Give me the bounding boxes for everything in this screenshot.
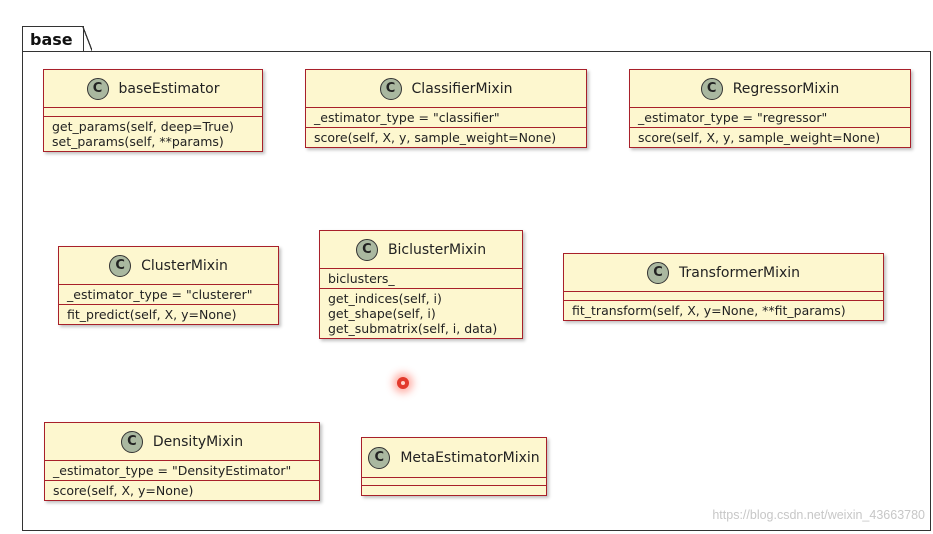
class-c-icon: C [646, 261, 669, 284]
class-name: ClusterMixin [141, 257, 228, 274]
fields-section [564, 292, 883, 301]
methods-section: score(self, X, y=None) [45, 481, 319, 500]
class-header: C RegressorMixin [630, 70, 910, 108]
fields-section: _estimator_type = "clusterer" [59, 285, 278, 305]
class-c-icon: C [355, 238, 378, 261]
class-name: DensityMixin [152, 433, 244, 450]
method: get_params(self, deep=True) [52, 119, 234, 134]
fields-section: _estimator_type = "regressor" [630, 108, 910, 128]
class-c-icon: C [109, 254, 132, 277]
class-header: C ClusterMixin [59, 247, 278, 285]
methods-section: score(self, X, y, sample_weight=None) [306, 128, 586, 147]
class-header: C MetaEstimatorMixin [362, 438, 546, 478]
class-cluster-mixin[interactable]: C ClusterMixin _estimator_type = "cluste… [58, 246, 279, 325]
field: _estimator_type = "DensityEstimator" [53, 463, 292, 478]
method: fit_predict(self, X, y=None) [67, 307, 237, 322]
field: biclusters_ [328, 271, 395, 286]
class-name: ClassifierMixin [411, 80, 513, 97]
class-density-mixin[interactable]: C DensityMixin _estimator_type = "Densit… [44, 422, 320, 501]
fields-section [362, 478, 546, 486]
class-header: C ClassifierMixin [306, 70, 586, 108]
method: set_params(self, **params) [52, 134, 224, 149]
class-name: MetaEstimatorMixin [400, 449, 540, 466]
fields-section [44, 108, 262, 117]
methods-section: get_params(self, deep=True) set_params(s… [44, 117, 262, 151]
method: fit_transform(self, X, y=None, **fit_par… [572, 303, 846, 318]
methods-section: score(self, X, y, sample_weight=None) [630, 128, 910, 147]
class-base-estimator[interactable]: C baseEstimator get_params(self, deep=Tr… [43, 69, 263, 152]
method: score(self, X, y, sample_weight=None) [314, 130, 557, 145]
class-c-icon: C [368, 446, 391, 469]
method: get_submatrix(self, i, data) [328, 321, 498, 336]
field: _estimator_type = "clusterer" [67, 287, 253, 302]
package-name: base [30, 30, 73, 49]
class-regressor-mixin[interactable]: C RegressorMixin _estimator_type = "regr… [629, 69, 911, 148]
class-name: TransformerMixin [678, 264, 801, 281]
watermark: https://blog.csdn.net/weixin_43663780 [712, 508, 925, 522]
method: score(self, X, y, sample_weight=None) [638, 130, 881, 145]
class-name: RegressorMixin [732, 80, 840, 97]
class-header: C DensityMixin [45, 423, 319, 461]
class-name: baseEstimator [118, 80, 220, 97]
methods-section: get_indices(self, i) get_shape(self, i) … [320, 289, 522, 338]
method: score(self, X, y=None) [53, 483, 194, 498]
field: _estimator_type = "regressor" [638, 110, 828, 125]
methods-section [362, 486, 546, 495]
fields-section: biclusters_ [320, 269, 522, 289]
class-header: C BiclusterMixin [320, 231, 522, 269]
class-classifier-mixin[interactable]: C ClassifierMixin _estimator_type = "cla… [305, 69, 587, 148]
class-meta-estimator-mixin[interactable]: C MetaEstimatorMixin [361, 437, 547, 496]
class-header: C TransformerMixin [564, 254, 883, 292]
class-name: BiclusterMixin [387, 241, 487, 258]
laser-pointer-dot [397, 377, 409, 389]
class-bicluster-mixin[interactable]: C BiclusterMixin biclusters_ get_indices… [319, 230, 523, 339]
method: get_shape(self, i) [328, 306, 436, 321]
class-transformer-mixin[interactable]: C TransformerMixin fit_transform(self, X… [563, 253, 884, 321]
class-c-icon: C [379, 77, 402, 100]
class-c-icon: C [86, 77, 109, 100]
methods-section: fit_predict(self, X, y=None) [59, 305, 278, 324]
class-header: C baseEstimator [44, 70, 262, 108]
fields-section: _estimator_type = "DensityEstimator" [45, 461, 319, 481]
class-c-icon: C [700, 77, 723, 100]
method: get_indices(self, i) [328, 291, 442, 306]
methods-section: fit_transform(self, X, y=None, **fit_par… [564, 301, 883, 320]
package-tab: base [22, 26, 92, 52]
field: _estimator_type = "classifier" [314, 110, 500, 125]
class-c-icon: C [120, 430, 143, 453]
fields-section: _estimator_type = "classifier" [306, 108, 586, 128]
